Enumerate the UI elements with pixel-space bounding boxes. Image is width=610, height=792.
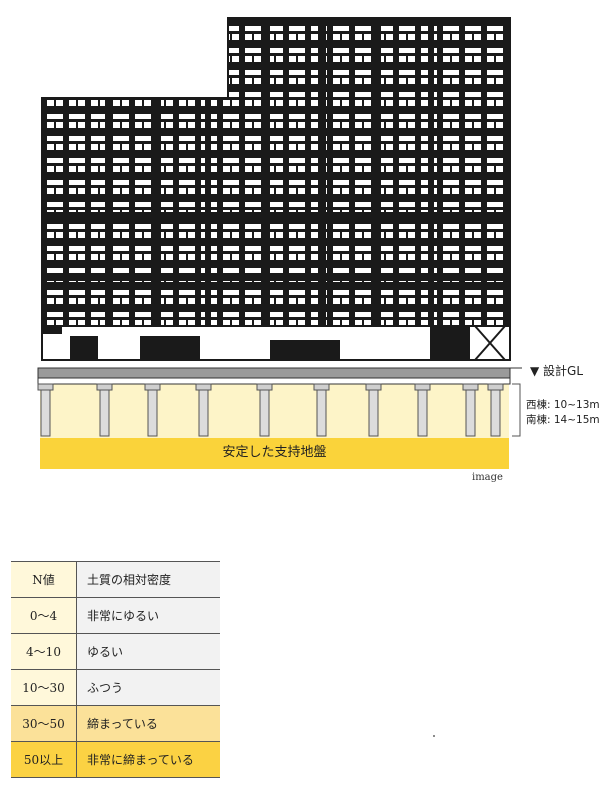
bearing-layer-label: 安定した支持地盤 — [222, 445, 327, 460]
structural-bands — [42, 18, 510, 328]
table-row: 10～30 ふつう — [11, 669, 220, 706]
n-value-cell: 10～30 — [11, 669, 77, 706]
n-value-cell: 0～4 — [11, 597, 77, 634]
density-cell: ふつう — [76, 669, 220, 706]
table-row: 30～50 締まっている — [11, 705, 220, 742]
table-header-row: N値 土質の相対密度 — [11, 561, 220, 598]
table-row: 0～4 非常にゆるい — [11, 597, 220, 634]
density-cell: ゆるい — [76, 633, 220, 670]
n-value-cell: 30～50 — [11, 705, 77, 742]
ground-slab — [37, 367, 511, 379]
depth-bracket — [512, 383, 521, 437]
bearing-layer — [40, 438, 509, 469]
design-gl-label: ▼ 設計GL — [530, 364, 584, 378]
ground-floor-details — [42, 326, 470, 360]
density-cell: 非常にゆるい — [76, 597, 220, 634]
depth-west-label: 西棟: 10~13m — [526, 399, 600, 411]
n-value-cell: 50以上 — [11, 741, 77, 778]
foundation-diagram — [37, 17, 522, 469]
soil-layer — [40, 380, 509, 438]
n-value-cell: 4～10 — [11, 633, 77, 670]
piles — [40, 383, 501, 437]
header-n-value: N値 — [11, 561, 77, 598]
stray-dot — [433, 735, 435, 737]
table-row: 50以上 非常に締まっている — [11, 741, 220, 778]
density-cell: 締まっている — [76, 705, 220, 742]
table-row: 4～10 ゆるい — [11, 633, 220, 670]
density-cell: 非常に締まっている — [76, 741, 220, 778]
image-caption: image — [472, 472, 503, 483]
entrance-truss — [474, 325, 506, 361]
header-density: 土質の相対密度 — [76, 561, 220, 598]
depth-south-label: 南棟: 14~15m — [526, 414, 600, 426]
building-tower — [227, 17, 511, 101]
n-value-table: N値 土質の相対密度 0～4 非常にゆるい 4～10 ゆるい 10～30 ふつう… — [11, 561, 220, 778]
pile-caps — [37, 383, 504, 391]
